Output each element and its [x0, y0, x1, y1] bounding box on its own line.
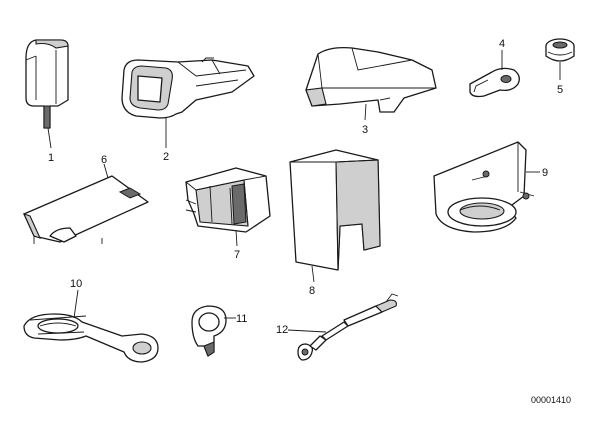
callout-9: 9	[542, 167, 548, 179]
part-8-box-cover	[289, 149, 381, 271]
callout-4: 4	[499, 38, 505, 50]
reference-code: 00001410	[531, 395, 571, 405]
callout-6: 6	[101, 154, 107, 166]
part-1-boot	[25, 39, 69, 129]
callout-11: 11	[236, 313, 247, 325]
part-7-connector	[185, 167, 271, 233]
part-6-plate	[22, 175, 149, 244]
part-9-mount-bracket	[433, 141, 535, 233]
callout-3: 3	[362, 124, 368, 136]
callout-5: 5	[557, 84, 563, 96]
part-4-bracket	[469, 67, 520, 98]
part-5-grommet	[545, 38, 575, 62]
part-10-cable-clip	[23, 313, 159, 363]
part-12-ground-cable	[297, 293, 399, 361]
part-3-cover	[305, 46, 437, 113]
callout-7: 7	[234, 249, 240, 261]
callout-10: 10	[70, 278, 82, 290]
callout-8: 8	[309, 285, 315, 297]
callout-2: 2	[163, 151, 169, 163]
part-11-ring-clamp	[191, 305, 227, 357]
callout-1: 1	[48, 152, 54, 164]
part-2-sleeve	[121, 57, 255, 119]
callout-12: 12	[276, 324, 288, 336]
